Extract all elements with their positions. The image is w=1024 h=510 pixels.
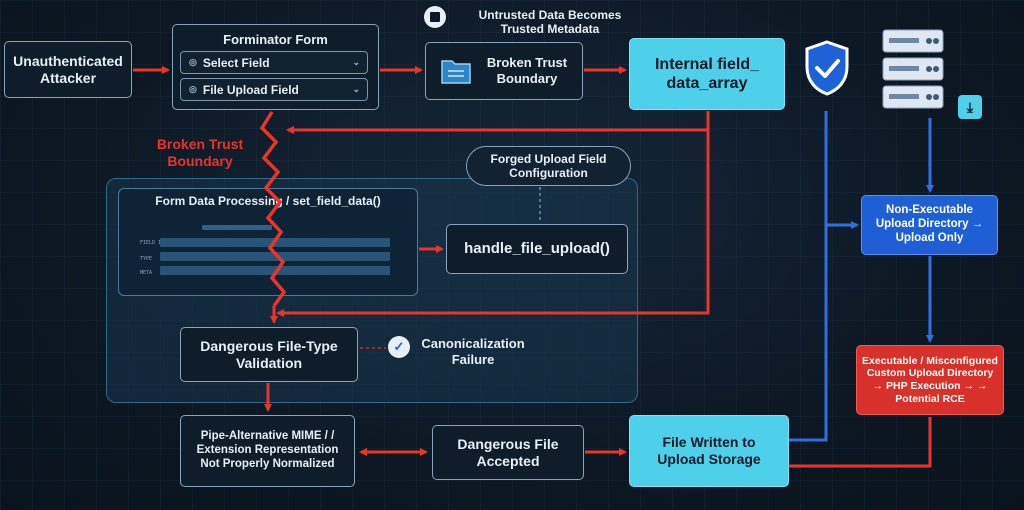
processing-title: Form Data Processing / set_field_data() (155, 194, 381, 208)
target-icon: ◎ (189, 84, 197, 94)
check-badge-icon: ✓ (388, 336, 410, 358)
attacker-node: Unauthenticated Attacker (4, 41, 132, 98)
data-bar (160, 252, 390, 261)
processing-row-label: FIELD ID (140, 240, 165, 246)
download-icon: ⤓ (958, 95, 982, 119)
forged-config-node: Forged Upload Field Configuration (466, 146, 631, 186)
data-bar (202, 225, 272, 230)
processing-row-label: TYPE (140, 256, 153, 262)
non-exec-dir-node: Non-Executable Upload Directory → Upload… (861, 195, 998, 255)
handle-upload-node: handle_file_upload() (446, 224, 628, 274)
forminator-form-title: Forminator Form (223, 32, 328, 47)
target-icon: ◎ (189, 57, 197, 67)
arrow-written-to-shield (789, 111, 828, 442)
broken-trust-label: Broken Trust Boundary (156, 136, 244, 169)
internal-field-node: Internal field_ data_array (629, 38, 785, 110)
untrusted-note: Untrusted Data Becomes Trusted Metadata (478, 8, 622, 37)
arrow-internal-to-processing (276, 130, 710, 317)
folder-icon (441, 60, 471, 84)
file-upload-field[interactable]: ◎ File Upload Field ⌄ (180, 78, 368, 101)
chip-icon (424, 6, 446, 28)
chevron-down-icon: ⌄ (352, 57, 360, 67)
file-written-node: File Written to Upload Storage (629, 415, 789, 487)
validation-node: Dangerous File-Type Validation (180, 327, 358, 382)
arrow-internal-back (286, 111, 710, 134)
file-upload-field-label: File Upload Field (202, 82, 299, 97)
shield-check-icon (805, 40, 849, 96)
select-field-label: Select Field (202, 55, 270, 70)
dangerous-accepted-node: Dangerous File Accepted (432, 425, 584, 480)
select-field[interactable]: ◎ Select Field ⌄ (180, 51, 368, 74)
pipe-alternative-node: Pipe-Alternative MIME / / Extension Repr… (180, 415, 355, 487)
canonicalization-label: Canonicalization Failure (421, 336, 525, 367)
broken-trust-node-label: Broken Trust Boundary (486, 55, 568, 86)
exec-dir-node: Executable / Misconfigured Custom Upload… (856, 345, 1004, 415)
chevron-down-icon: ⌄ (352, 84, 360, 94)
processing-row-label: META (140, 270, 153, 276)
arrow-written-to-exec (789, 417, 932, 468)
broken-trust-node: Broken Trust Boundary (425, 42, 583, 100)
broken-trust-crack (259, 111, 287, 308)
server-stack-icon (882, 29, 944, 109)
data-bar (160, 266, 390, 275)
